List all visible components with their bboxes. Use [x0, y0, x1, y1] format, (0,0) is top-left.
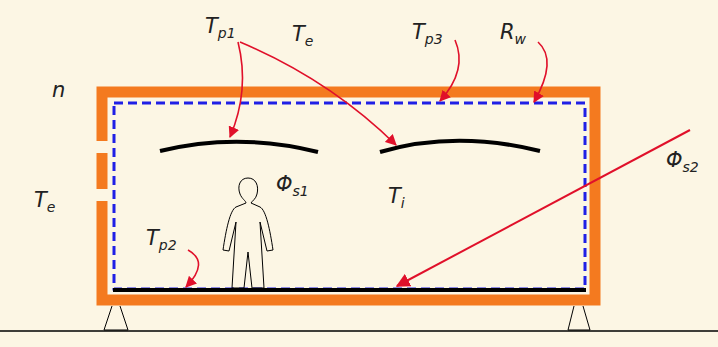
- symbol-label: Tp3: [412, 22, 443, 46]
- subscript: s2: [683, 159, 699, 175]
- subscript: e: [47, 199, 56, 215]
- ceiling-panel: [380, 141, 540, 152]
- leader-line: [240, 42, 396, 145]
- support-leg: [568, 306, 590, 330]
- symbol-label: Φs1: [276, 174, 309, 198]
- symbol-label: n: [52, 80, 65, 101]
- wall-outline: [102, 92, 595, 300]
- wall-segment: [97, 153, 108, 189]
- leader-line: [230, 42, 243, 137]
- leader-lines: [186, 40, 690, 287]
- symbol-label: Te: [292, 24, 313, 48]
- subscript: w: [515, 31, 526, 47]
- inner-surface: [114, 103, 585, 289]
- symbol-label: Rw: [500, 22, 526, 46]
- subscript: p3: [425, 31, 443, 47]
- leader-line: [186, 250, 199, 287]
- subscript: p2: [159, 237, 177, 253]
- leader-line: [534, 42, 547, 102]
- symbol-label: Te: [34, 190, 55, 214]
- symbol-label: Φs2: [666, 150, 699, 174]
- symbol-label: Tp2: [146, 228, 177, 252]
- symbol-label: Ti: [388, 186, 405, 210]
- subscript: i: [401, 195, 405, 211]
- leader-line: [440, 40, 459, 101]
- support-leg: [104, 306, 128, 330]
- symbol-label: Tp1: [205, 16, 236, 40]
- solar-ray-arrow: [397, 130, 690, 286]
- subscript: s1: [293, 183, 309, 199]
- floor: [113, 288, 586, 292]
- person-figure: [223, 178, 273, 288]
- ceiling-panel: [160, 142, 318, 152]
- subscript: e: [305, 33, 314, 49]
- wall: [102, 92, 595, 300]
- subscript: p1: [218, 25, 236, 41]
